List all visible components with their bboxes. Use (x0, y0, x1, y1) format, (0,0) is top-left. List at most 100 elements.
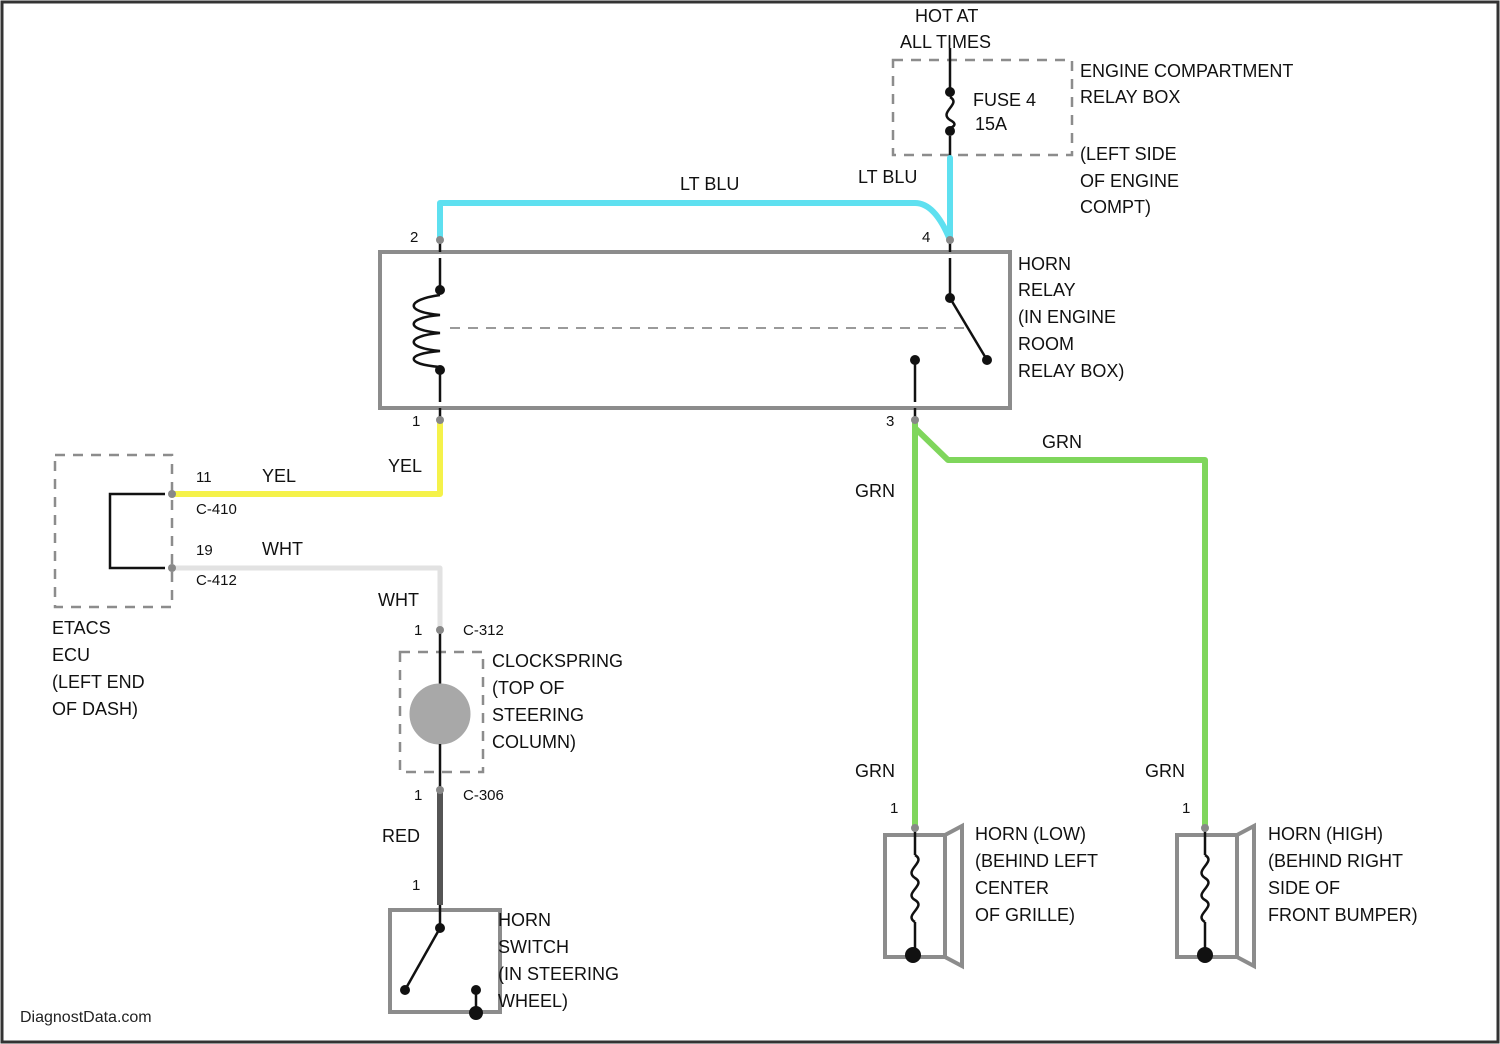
horn-high: 1 HORN (HIGH) (BEHIND RIGHT SIDE OF FRON… (1177, 800, 1418, 966)
ground-icon (469, 1006, 483, 1020)
horn-relay: 2 4 1 3 HORN RELAY (IN ENGINE ROOM RELAY… (380, 229, 1124, 430)
ecu-pin-11: 11 (196, 469, 212, 486)
yel-wire-group: YEL YEL (172, 420, 440, 494)
connector-dot (946, 236, 954, 244)
horn-switch-label-line2: SWITCH (498, 937, 569, 957)
horn-relay-label-line4: ROOM (1018, 334, 1074, 354)
grn-label-low-right: GRN (1145, 761, 1185, 781)
fuse-label-line1: FUSE 4 (973, 90, 1036, 110)
hot-label-line1: HOT AT (915, 6, 978, 26)
horn-relay-label-line2: RELAY (1018, 280, 1076, 300)
relay-box-label-line4: OF ENGINE (1080, 171, 1179, 191)
horn-relay-label-line3: (IN ENGINE (1018, 307, 1116, 327)
relay-box-label-line1: ENGINE COMPARTMENT (1080, 61, 1293, 81)
clockspring: 1 C-312 1 C-306 CLOCKSPRING (TOP OF STEE… (400, 622, 623, 804)
fuse-terminal-bottom (945, 126, 955, 136)
connector-dot (911, 416, 919, 424)
horn-low-label-line3: CENTER (975, 878, 1049, 898)
grn-label-mid: GRN (855, 481, 895, 501)
horn-high-bell-icon (1237, 826, 1254, 966)
connector-dot (436, 236, 444, 244)
clockspring-label-line1: CLOCKSPRING (492, 651, 623, 671)
horn-switch-outline (390, 910, 500, 1012)
horn-high-label-line1: HORN (HIGH) (1268, 824, 1383, 844)
connector-dot (436, 416, 444, 424)
clockspring-label-line2: (TOP OF (492, 678, 564, 698)
horn-switch-pin: 1 (412, 877, 420, 894)
horn-relay-label-line1: HORN (1018, 254, 1071, 274)
horn-low-coil-icon (912, 855, 919, 922)
horn-switch: 1 HORN SWITCH (IN STEERING WHEEL) (390, 877, 619, 1020)
horn-low-ground-icon (905, 947, 921, 963)
relay-box-label-line3: (LEFT SIDE (1080, 144, 1177, 164)
clockspring-label-line4: COLUMN) (492, 732, 576, 752)
wht-label-1: WHT (262, 539, 303, 559)
horn-switch-label-line1: HORN (498, 910, 551, 930)
connector-dot (911, 824, 919, 832)
lt-blu-label-right: LT BLU (858, 167, 917, 187)
connector-dot (436, 626, 444, 634)
relay-coil-icon (414, 295, 440, 367)
connector-dot (436, 786, 444, 794)
lt-blu-label-left: LT BLU (680, 174, 739, 194)
ecu-label-line4: OF DASH) (52, 699, 138, 719)
connector-dot (168, 564, 176, 572)
clockspring-connector-c306: C-306 (463, 787, 504, 804)
horn-high-pin: 1 (1182, 800, 1190, 817)
watermark: DiagnostData.com (20, 1009, 152, 1026)
horn-high-label-line4: FRONT BUMPER) (1268, 905, 1418, 925)
relay-box-label-line2: RELAY BOX (1080, 87, 1180, 107)
relay-pin-2: 2 (410, 229, 418, 246)
yel-label-2: YEL (388, 456, 422, 476)
ecu-internal-circuit (110, 494, 165, 568)
grn-wires: GRN GRN GRN GRN (855, 420, 1205, 828)
horn-switch-label-line4: WHEEL) (498, 991, 568, 1011)
horn-high-coil-icon (1202, 855, 1209, 922)
horn-high-ground-icon (1197, 947, 1213, 963)
lt-blu-wires: LT BLU LT BLU (440, 158, 950, 240)
clockspring-top-pin: 1 (414, 622, 422, 639)
horn-low-label-line4: OF GRILLE) (975, 905, 1075, 925)
horn-low-label-line1: HORN (LOW) (975, 824, 1086, 844)
fuse-terminal-top (945, 87, 955, 97)
ecu-label-line1: ETACS (52, 618, 111, 638)
relay-box-label-line5: COMPT) (1080, 197, 1151, 217)
clockspring-bottom-pin: 1 (414, 787, 422, 804)
fuse-label-line2: 15A (975, 114, 1007, 134)
horn-high-body (1177, 835, 1237, 957)
grn-label-top: GRN (1042, 432, 1082, 452)
yel-label-1: YEL (262, 466, 296, 486)
engine-compartment-relay-box: HOT AT ALL TIMES FUSE 4 15A ENGINE COMPA… (893, 6, 1293, 217)
ecu-connector-c410: C-410 (196, 501, 237, 518)
horn-switch-arm-tip (400, 985, 410, 995)
clockspring-label-line3: STEERING (492, 705, 584, 725)
horn-low-bell-icon (945, 826, 962, 966)
coil-terminal-top (435, 285, 445, 295)
horn-high-label-line2: (BEHIND RIGHT (1268, 851, 1403, 871)
horn-high-label-line3: SIDE OF (1268, 878, 1340, 898)
connector-dot (168, 490, 176, 498)
horn-low-label-line2: (BEHIND LEFT (975, 851, 1098, 871)
relay-pin-3: 3 (886, 413, 894, 430)
red-wire-group: RED (382, 790, 440, 905)
ecu-connector-c412: C-412 (196, 572, 237, 589)
fuse-symbol (947, 97, 955, 128)
grn-label-low-left: GRN (855, 761, 895, 781)
horn-low-pin: 1 (890, 800, 898, 817)
clockspring-connector-c312: C-312 (463, 622, 504, 639)
ecu-label-line2: ECU (52, 645, 90, 665)
red-label: RED (382, 826, 420, 846)
connector-dot (1201, 824, 1209, 832)
ecu-label-line3: (LEFT END (52, 672, 145, 692)
horn-switch-arm (405, 928, 440, 990)
relay-pin-4: 4 (922, 229, 930, 246)
hot-label-line2: ALL TIMES (900, 32, 991, 52)
horn-switch-label-line3: (IN STEERING (498, 964, 619, 984)
wht-label-2: WHT (378, 590, 419, 610)
switch-arm-tip (982, 355, 992, 365)
ecu-pin-19: 19 (196, 542, 213, 559)
clockspring-coil-icon (410, 684, 470, 744)
lt-blu-wire-horizontal (440, 203, 950, 240)
